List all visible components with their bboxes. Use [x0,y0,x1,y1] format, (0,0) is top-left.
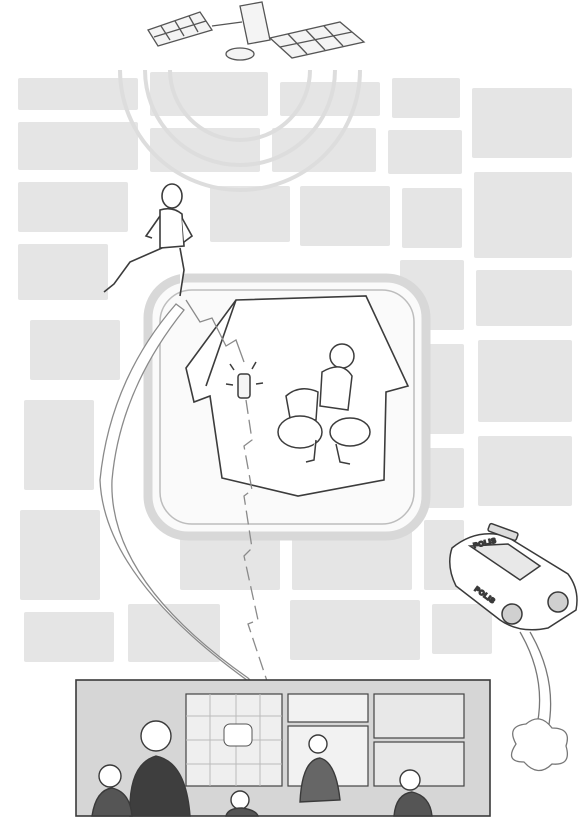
satellite-icon [148,2,364,60]
control-room-icon [76,680,490,816]
dispatch-trail [512,632,568,771]
